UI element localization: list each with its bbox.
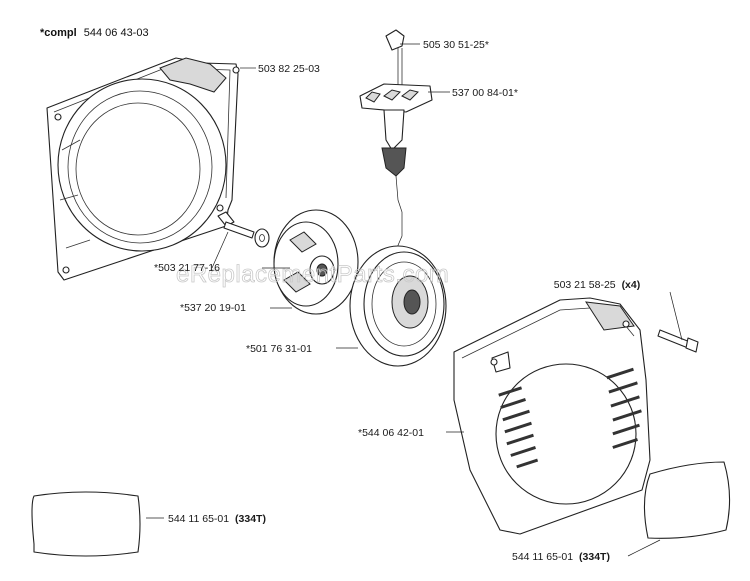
assembly-title: *compl 544 06 43-03: [40, 27, 149, 39]
starter-handle-part: [359, 29, 433, 269]
fan-housing-part: [46, 57, 240, 281]
rope-pulley-part: [273, 209, 359, 315]
label-decal-right: 544 11 65-01 (334T): [512, 551, 610, 563]
label-fan-housing: 503 82 25-03: [258, 63, 320, 75]
pulley-screw-part: [217, 211, 270, 248]
label-starter-handle: 537 00 84-01*: [452, 87, 518, 99]
label-recoil-spring: *501 76 31-01: [246, 343, 312, 355]
cover-screw-part: [657, 329, 699, 353]
starter-cover-part: [453, 297, 651, 535]
label-decal-left: 544 11 65-01 (334T): [168, 513, 266, 525]
watermark: eReplacementParts.com: [176, 261, 449, 288]
leader-lines: [146, 43, 683, 557]
label-starter-cover: *544 06 42-01: [358, 427, 424, 439]
decal-left-part: [31, 491, 141, 557]
label-handle-screw: 505 30 51-25*: [423, 39, 489, 51]
decal-right-part: [643, 461, 731, 539]
label-cover-screw: 503 21 58-25 (x4): [554, 279, 641, 291]
label-pulley-screw: *503 21 77-16: [154, 262, 220, 274]
recoil-spring-part: [349, 245, 447, 367]
label-rope-pulley: *537 20 19-01: [180, 302, 246, 314]
